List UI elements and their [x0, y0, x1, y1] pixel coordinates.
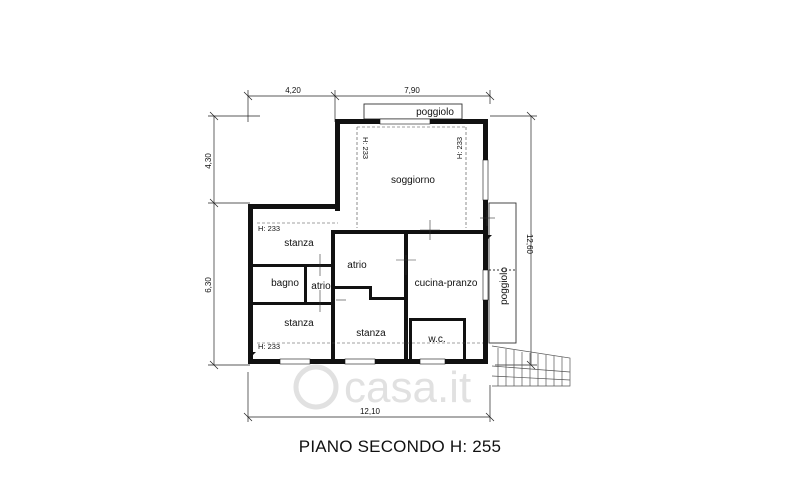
height-stanza-top: H: 233 — [258, 224, 280, 233]
room-stanza-center: stanza — [356, 328, 386, 339]
watermark: casa.it — [293, 363, 471, 412]
dim-top-right: 7,90 — [404, 86, 420, 95]
dim-right: 12,60 — [525, 234, 534, 255]
door-marks — [309, 210, 495, 350]
poggiolo-top-label: poggiolo — [416, 107, 454, 118]
watermark-text: casa.it — [344, 363, 471, 412]
room-stanza-top: stanza — [284, 238, 314, 249]
room-wc: w.c. — [427, 334, 445, 345]
dim-left-upper: 4,30 — [204, 153, 213, 169]
height-stanza-bottom: H: 233 — [258, 342, 280, 351]
poggiolo-right-label: poggiolo — [499, 267, 510, 305]
plan-title: PIANO SECONDO H: 255 — [298, 437, 502, 456]
height-soggiorno-left: H: 233 — [361, 137, 370, 159]
ceiling-lines — [257, 126, 483, 344]
room-atrio-center: atrio — [347, 260, 367, 271]
dimension-lines — [208, 90, 537, 422]
dim-bottom: 12,10 — [360, 407, 381, 416]
windows — [279, 118, 489, 365]
room-cucina-pranzo: cucina-pranzo — [415, 278, 478, 289]
room-stanza-bottom: stanza — [284, 318, 314, 329]
room-soggiorno: soggiorno — [391, 175, 435, 186]
room-atrio-small: atrio — [311, 281, 331, 292]
stairs — [491, 345, 571, 387]
height-soggiorno-right: H: 233 — [455, 137, 464, 159]
room-bagno: bagno — [271, 278, 299, 289]
dim-left-lower: 6,30 — [204, 277, 213, 293]
markers — [249, 235, 492, 359]
balconies — [363, 103, 517, 344]
dim-top-left: 4,20 — [285, 86, 301, 95]
inner-walls — [253, 230, 488, 364]
